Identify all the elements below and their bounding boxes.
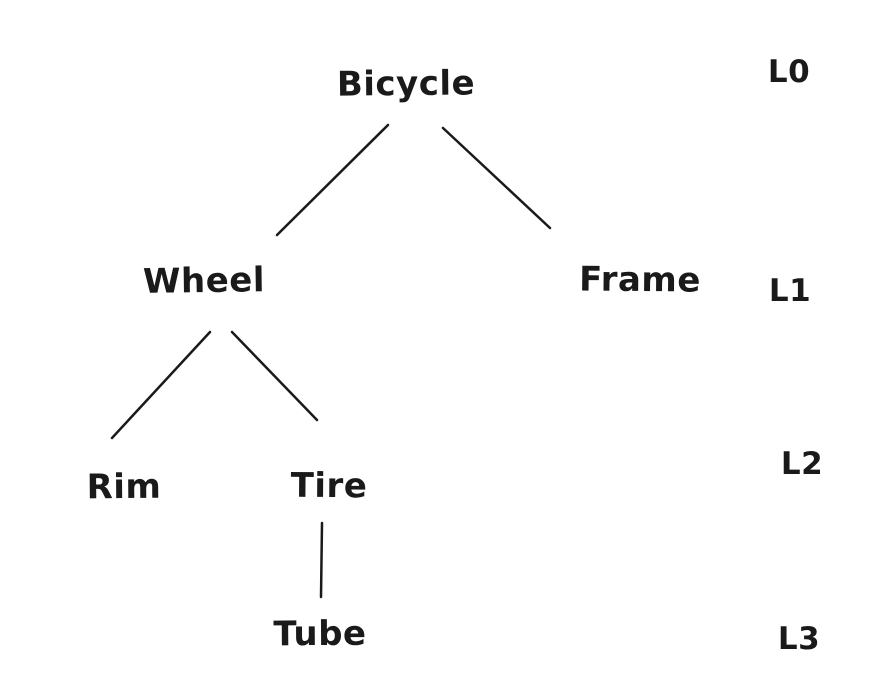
node-rim: Rim <box>86 466 162 508</box>
node-bicycle: Bicycle <box>336 63 476 105</box>
edge-bicycle-frame <box>441 126 552 230</box>
node-tube: Tube <box>273 613 367 655</box>
node-frame: Frame <box>578 259 702 301</box>
level-label-l1: L1 <box>768 273 812 309</box>
level-label-l2: L2 <box>780 446 824 482</box>
level-label-l3: L3 <box>777 621 821 657</box>
edge-wheel-rim <box>110 330 212 440</box>
edge-wheel-tire <box>230 330 319 422</box>
node-tire: Tire <box>290 465 368 507</box>
edge-tire-tube <box>319 521 324 599</box>
level-label-l0: L0 <box>767 54 811 90</box>
node-wheel: Wheel <box>142 260 266 302</box>
edge-bicycle-wheel <box>275 123 390 237</box>
